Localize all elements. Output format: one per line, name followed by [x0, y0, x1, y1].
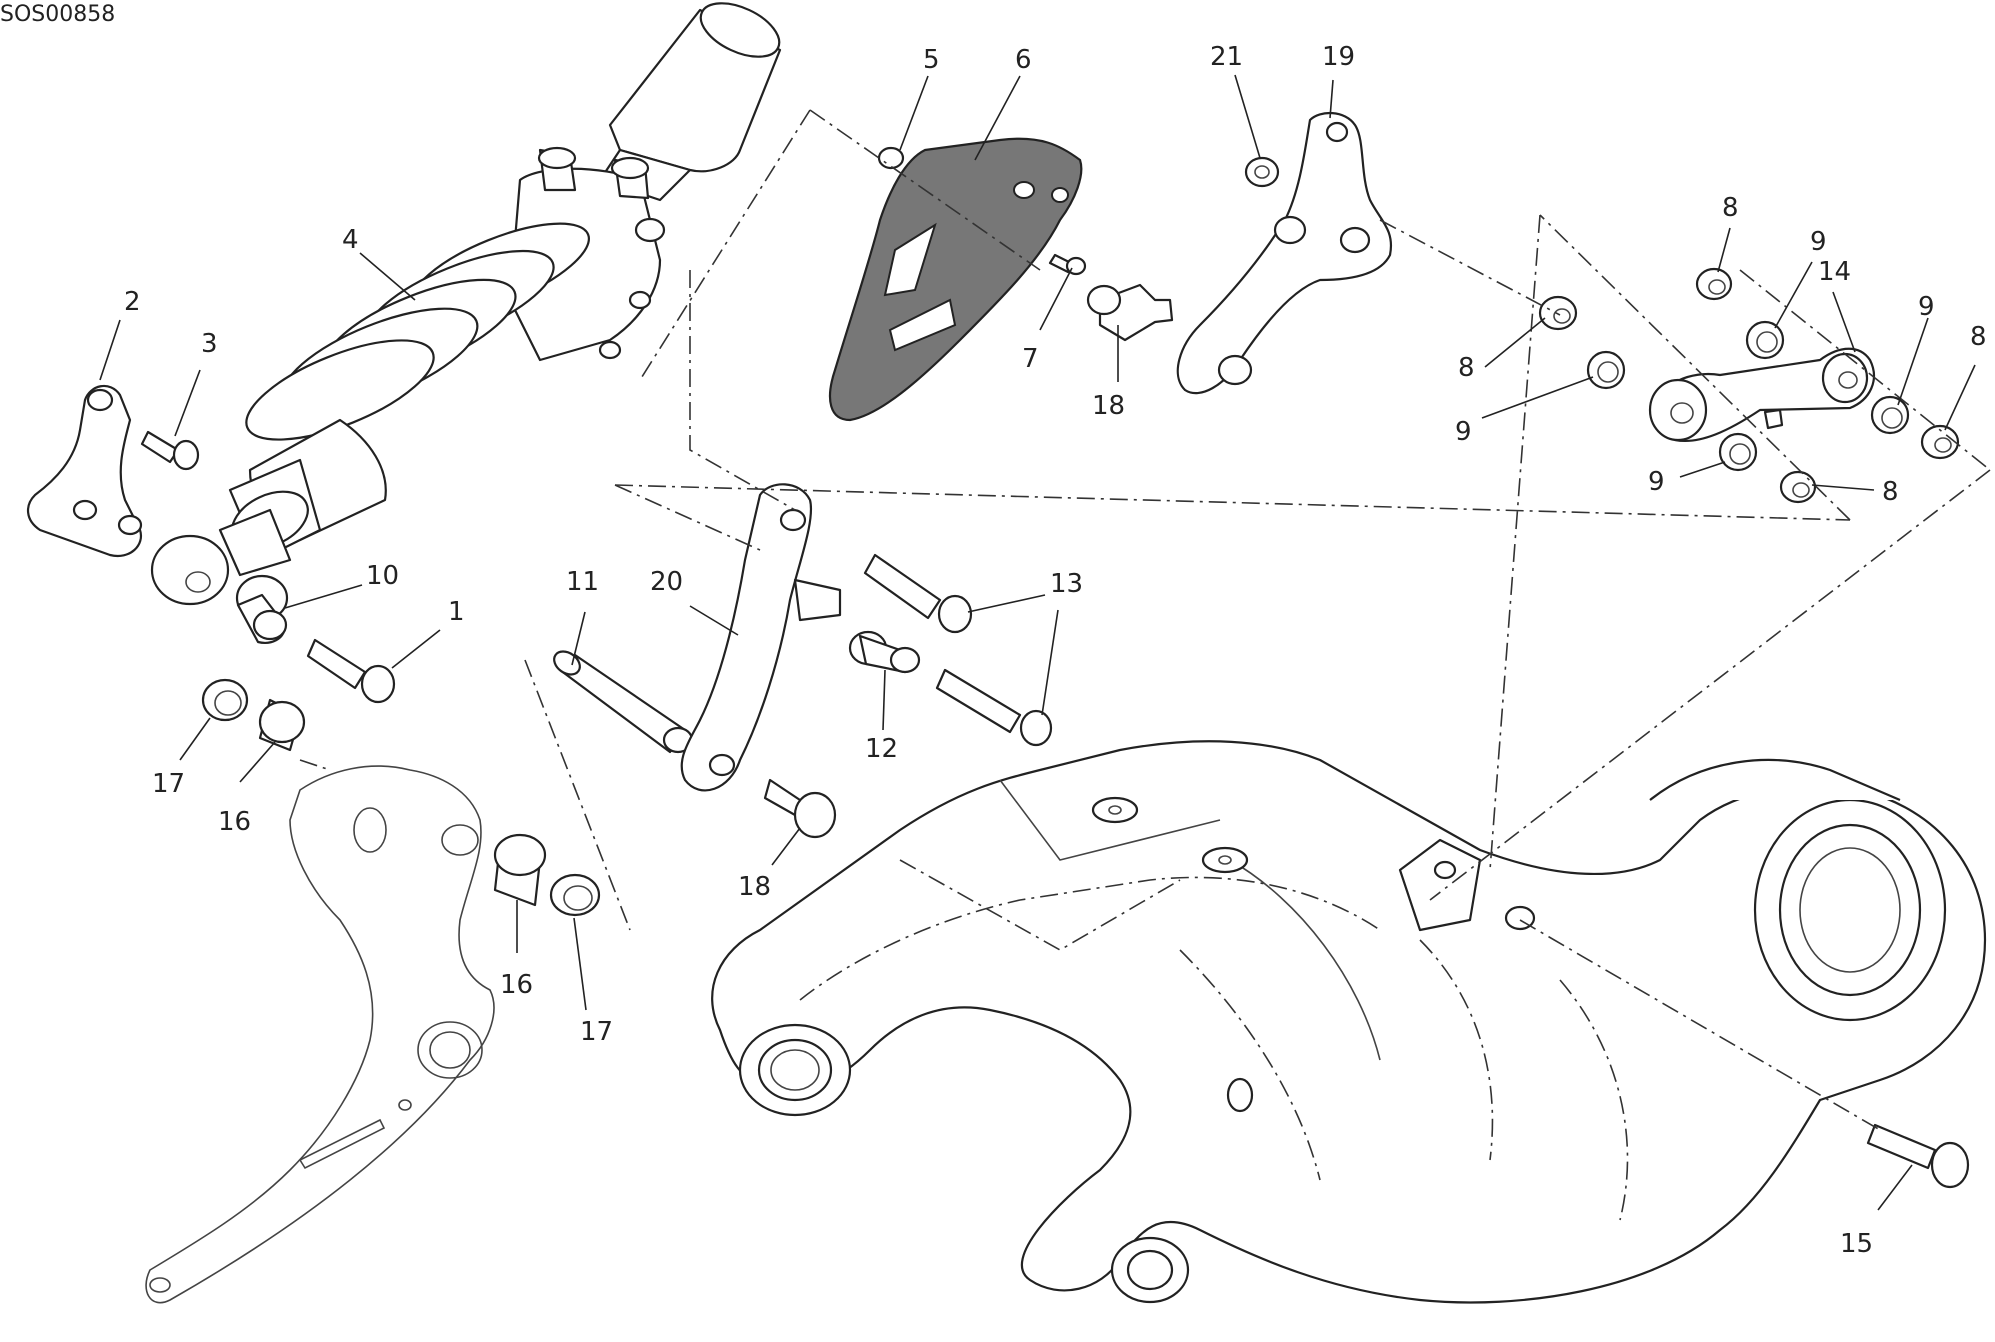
spacer-11 — [553, 650, 694, 754]
callout-6: 6 — [1015, 45, 1032, 75]
nut-21 — [1244, 156, 1280, 188]
bolt-13-lower — [935, 668, 1053, 747]
callout-16-lower: 16 — [500, 970, 533, 1000]
callout-9-left: 9 — [1455, 417, 1472, 447]
bolt-3 — [140, 430, 200, 471]
callout-5: 5 — [923, 45, 940, 75]
guard-plate-6 — [828, 137, 1083, 422]
callout-7: 7 — [1022, 344, 1039, 374]
callout-18-upper: 18 — [1092, 391, 1125, 421]
callout-11: 11 — [566, 567, 599, 597]
callout-8-right: 8 — [1970, 322, 1987, 352]
bolt-1 — [306, 638, 396, 704]
callout-14: 14 — [1818, 257, 1851, 287]
sleeve-16-lower — [493, 833, 547, 907]
callout-8-lower: 8 — [1882, 477, 1899, 507]
screw-7 — [1048, 253, 1087, 276]
ring-17-lower — [549, 873, 601, 917]
sleeve-16-upper — [258, 698, 306, 752]
callout-10: 10 — [366, 561, 399, 591]
callout-19: 19 — [1322, 42, 1355, 72]
callout-8-upper: 8 — [1722, 193, 1739, 223]
callout-8-left: 8 — [1458, 353, 1475, 383]
tie-rod-14 — [1648, 347, 1875, 443]
bolt-18-lower — [763, 778, 837, 839]
link-20 — [680, 483, 842, 792]
assembly-lines — [299, 109, 1991, 1131]
callouts: 1 2 3 4 5 6 7 8 8 8 8 9 9 9 9 10 11 12 1… — [124, 42, 1987, 1259]
callout-4: 4 — [342, 225, 359, 255]
callout-3: 3 — [201, 329, 218, 359]
bushing-10 — [235, 574, 289, 644]
callout-12: 12 — [865, 734, 898, 764]
pin-18-upper — [1086, 283, 1174, 342]
callout-9-right: 9 — [1918, 292, 1935, 322]
callout-18-lower: 18 — [738, 872, 771, 902]
callout-1: 1 — [448, 597, 465, 627]
callout-21: 21 — [1210, 42, 1243, 72]
swingarm — [711, 740, 1987, 1304]
washers-8-9 — [1538, 267, 1960, 504]
nut-5 — [877, 146, 905, 170]
callout-17-lower: 17 — [580, 1017, 613, 1047]
callout-2: 2 — [124, 287, 141, 317]
callout-13: 13 — [1050, 569, 1083, 599]
frame-bracket — [145, 765, 495, 1304]
callout-15: 15 — [1840, 1229, 1873, 1259]
rocker-19 — [1176, 112, 1393, 395]
leader-lines — [99, 74, 1976, 1211]
callout-9-lower: 9 — [1648, 467, 1665, 497]
callout-20: 20 — [650, 567, 683, 597]
bolt-15 — [1866, 1123, 1970, 1189]
bracket-2 — [27, 384, 143, 558]
bolt-13-upper — [863, 553, 973, 634]
callout-9-upper: 9 — [1810, 227, 1827, 257]
ring-17-upper — [201, 678, 249, 722]
diagram-code: SOS00858 — [0, 2, 116, 27]
shock-absorber — [150, 2, 782, 606]
callout-17-upper: 17 — [152, 769, 185, 799]
bushing-12 — [848, 630, 921, 674]
callout-16-upper: 16 — [218, 807, 251, 837]
